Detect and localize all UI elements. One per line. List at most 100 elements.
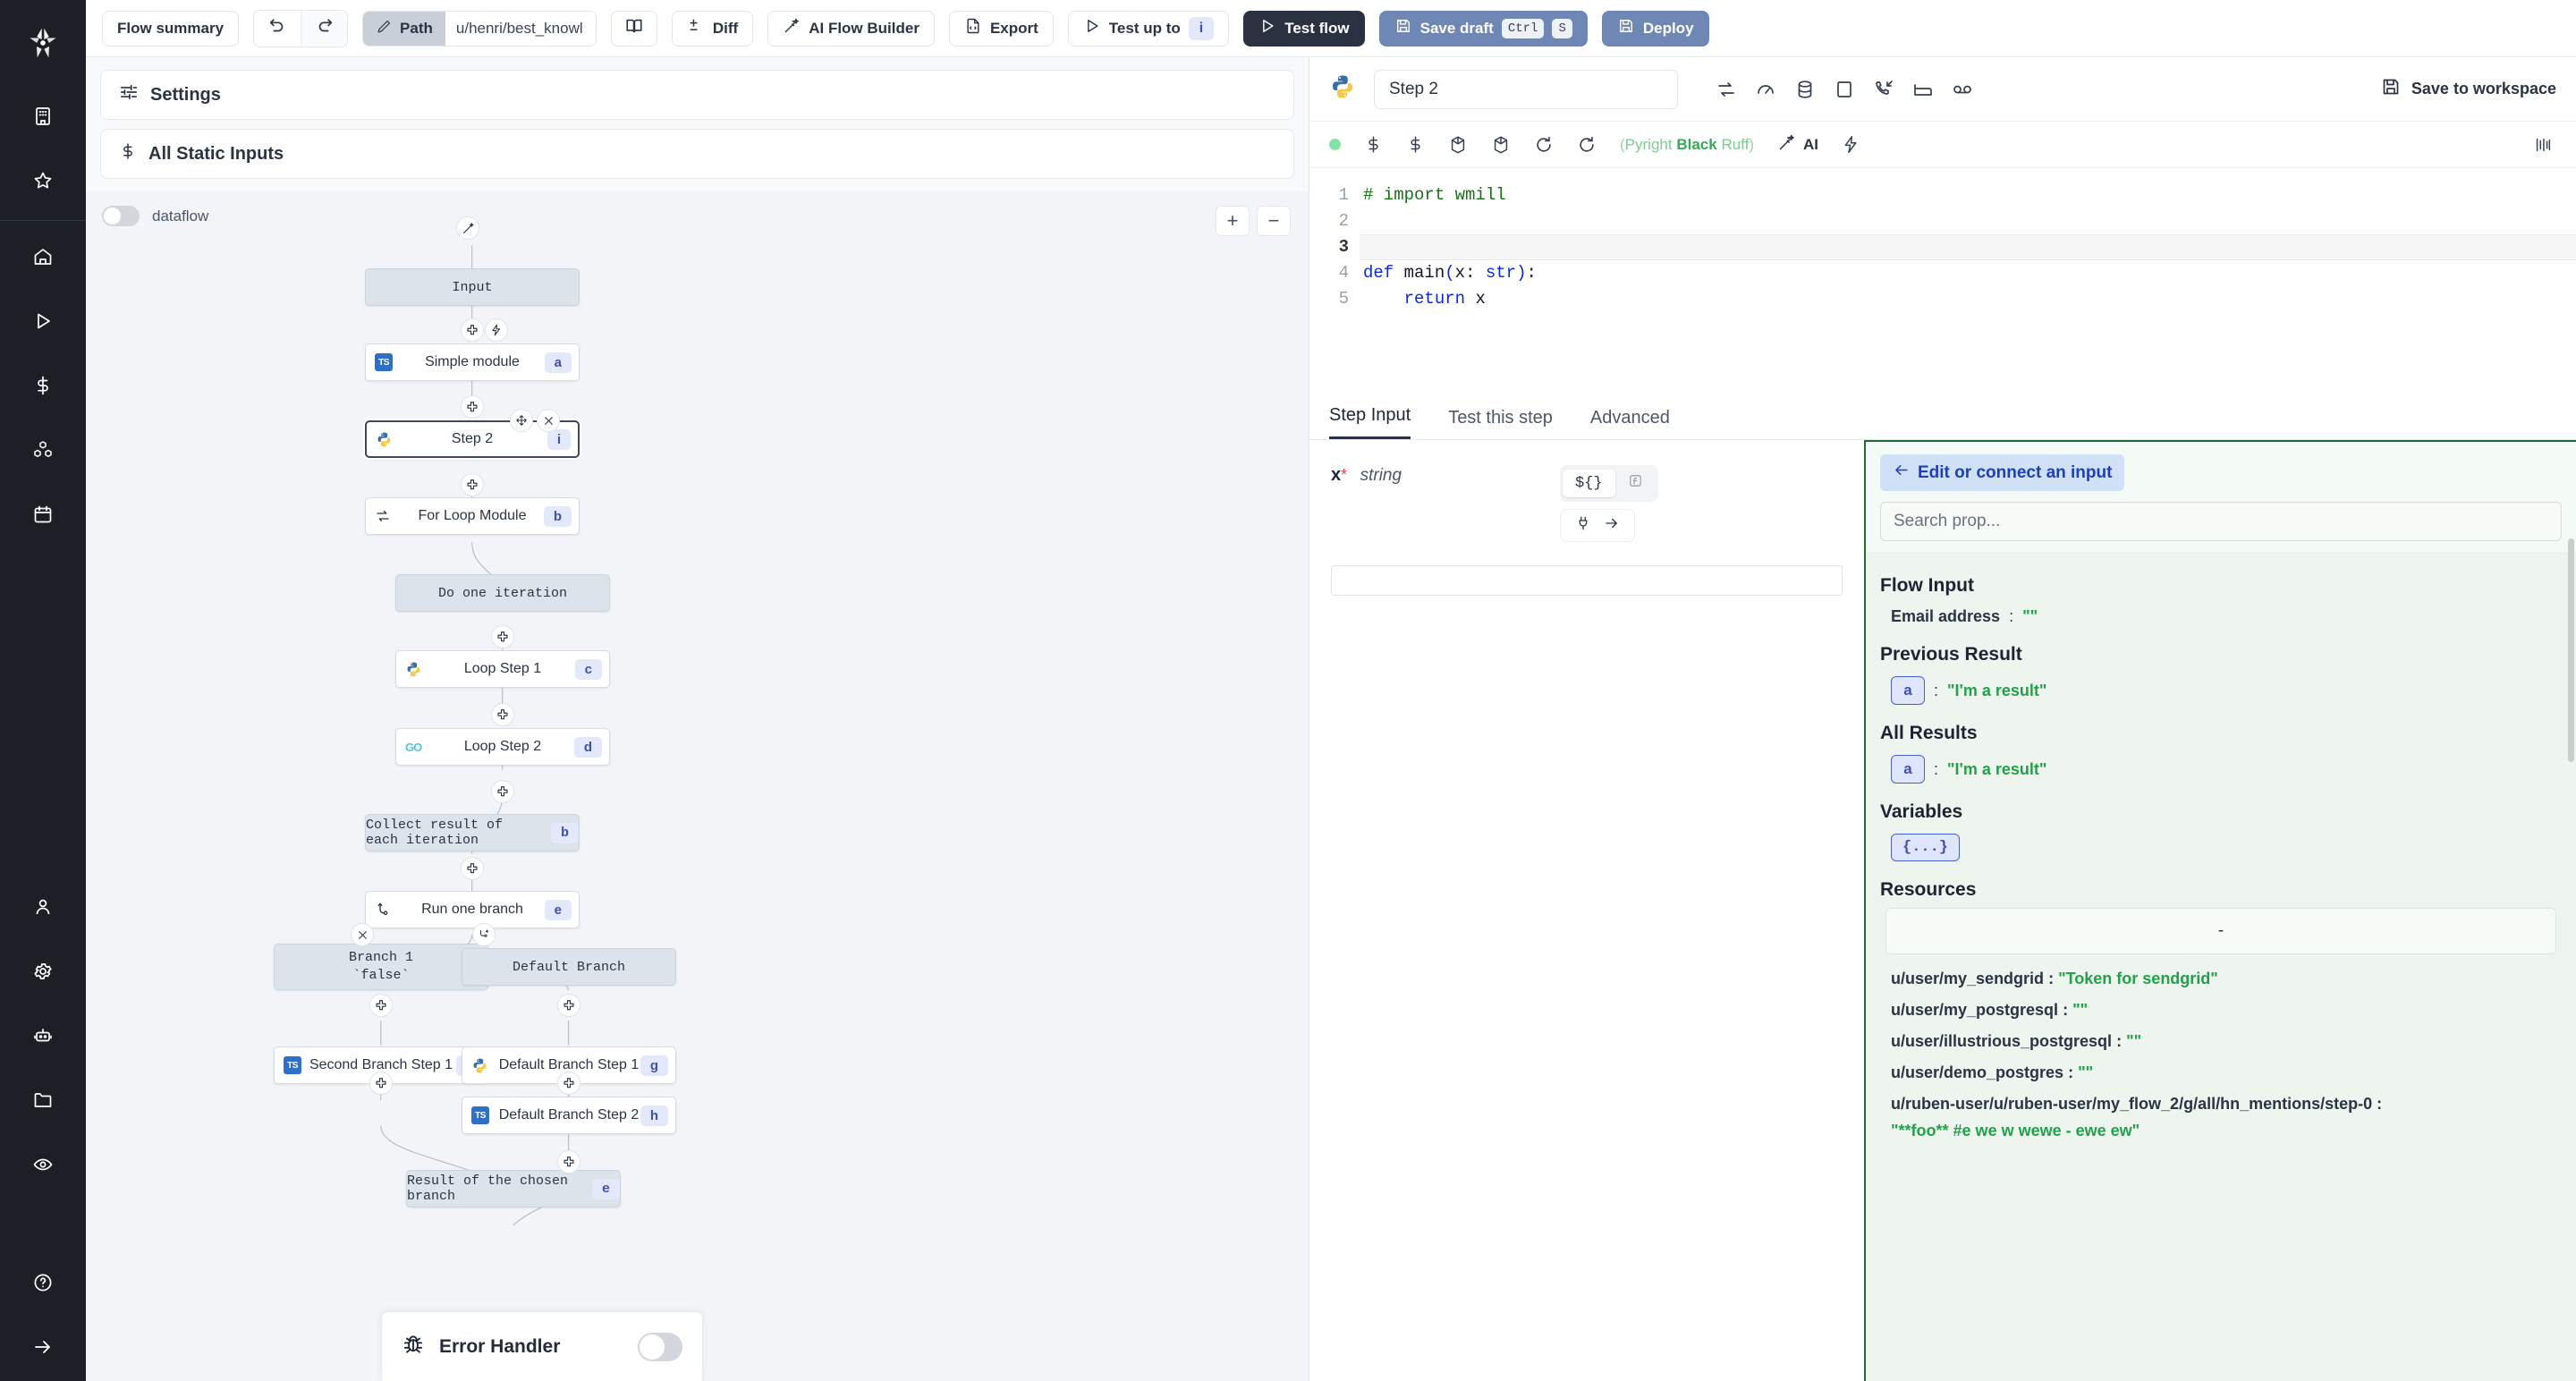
test-flow-button[interactable]: Test flow — [1243, 10, 1365, 47]
tab-advanced[interactable]: Advanced — [1589, 408, 1670, 428]
sidebar-item-settings[interactable] — [0, 941, 86, 1005]
bed-icon[interactable] — [1912, 79, 1934, 100]
bolt-icon[interactable] — [1842, 135, 1860, 154]
previous-result-row[interactable]: a : "I'm a result" — [1880, 673, 2562, 708]
flow-node-for-loop-module[interactable]: For Loop Module b — [365, 497, 580, 535]
function-mode-button[interactable] — [1615, 468, 1656, 499]
result-chip[interactable]: a — [1891, 755, 1925, 784]
flow-node-input[interactable]: Input — [365, 268, 580, 306]
flow-node-branch-1[interactable]: Branch 1 `false` — [274, 944, 488, 990]
redo-button[interactable] — [301, 10, 348, 47]
resource-row[interactable]: u/user/my_postgresql : "" — [1880, 995, 2562, 1026]
flow-node-step-2[interactable]: Step 2 i — [365, 420, 580, 458]
flow-input-row[interactable]: Email address : "" — [1880, 604, 2562, 630]
result-chip[interactable]: a — [1891, 676, 1925, 705]
search-prop-input[interactable]: Search prop... — [1880, 502, 2562, 541]
connect-body[interactable]: Flow Input Email address : "" Previous R… — [1866, 552, 2576, 1381]
loop-icon[interactable] — [1716, 79, 1737, 100]
save-draft-button[interactable]: Save draft Ctrl S — [1378, 10, 1588, 47]
ai-button[interactable]: AI — [1777, 133, 1818, 157]
windmill-logo-icon[interactable] — [0, 0, 86, 86]
code-lines[interactable]: # import wmill def main(x: str): return … — [1360, 168, 2576, 388]
refresh-icon[interactable] — [1534, 135, 1554, 155]
add-step-handle[interactable] — [557, 994, 580, 1017]
sidebar-item-users[interactable] — [0, 877, 86, 941]
edit-or-connect-input-button[interactable]: Edit or connect an input — [1880, 454, 2125, 491]
test-up-to-button[interactable]: Test up to i — [1067, 10, 1230, 47]
remove-branch-handle[interactable] — [351, 923, 374, 946]
voicemail-icon[interactable] — [1952, 79, 1973, 100]
code-editor[interactable]: 1 2 3 4 5 # import wmill def main(x: str… — [1309, 168, 2576, 388]
deploy-button[interactable]: Deploy — [1601, 10, 1709, 47]
add-step-handle[interactable] — [491, 703, 514, 726]
tab-test-this-step[interactable]: Test this step — [1448, 408, 1553, 428]
path-input[interactable]: u/henri/best_knowl — [445, 11, 596, 46]
square-icon[interactable] — [1834, 79, 1855, 100]
resources-select[interactable]: - — [1885, 908, 2556, 954]
variables-chip[interactable]: {...} — [1891, 834, 1961, 861]
gauge-icon[interactable] — [1755, 79, 1776, 100]
sidebar-item-variables[interactable] — [0, 355, 86, 419]
all-results-row[interactable]: a : "I'm a result" — [1880, 751, 2562, 787]
argument-value-input[interactable] — [1331, 565, 1843, 596]
resource-row[interactable]: u/user/illustrious_postgresql : "" — [1880, 1026, 2562, 1057]
sidebar-item-folders[interactable] — [0, 1070, 86, 1134]
zoom-in-button[interactable]: + — [1216, 206, 1250, 236]
add-step-handle[interactable] — [557, 1150, 580, 1173]
docs-button[interactable] — [610, 10, 657, 47]
flow-path[interactable]: Path u/henri/best_knowl — [362, 10, 597, 47]
delete-node-handle[interactable] — [537, 409, 560, 432]
sidebar-item-resources[interactable] — [0, 419, 86, 484]
flow-node-loop-step-1[interactable]: Loop Step 1 c — [395, 650, 610, 688]
connect-input-button[interactable] — [1560, 509, 1635, 542]
add-step-handle[interactable] — [491, 780, 514, 803]
sidebar-item-home[interactable] — [0, 226, 86, 291]
sidebar-item-help[interactable] — [0, 1252, 86, 1317]
flow-node-result-of-chosen-branch[interactable]: Result of the chosen branch e — [406, 1170, 621, 1207]
sidebar-item-workers[interactable] — [0, 1005, 86, 1070]
sidebar-item-favorites[interactable] — [0, 150, 86, 215]
database-icon[interactable] — [1794, 79, 1816, 100]
add-step-handle[interactable] — [369, 1072, 393, 1095]
sidebar-item-runs[interactable] — [0, 291, 86, 355]
resource-row[interactable]: u/ruben-user/u/ruben-user/my_flow_2/g/al… — [1880, 1089, 2562, 1120]
add-step-handle[interactable] — [461, 395, 484, 419]
add-step-handle[interactable] — [369, 994, 393, 1017]
sidebar-item-expand[interactable] — [0, 1317, 86, 1381]
step-name-input[interactable]: Step 2 — [1374, 69, 1678, 109]
expr-mode-button[interactable]: ${} — [1563, 470, 1615, 497]
variables-row[interactable]: {...} — [1880, 830, 2562, 865]
sidebar-item-workspace[interactable] — [0, 86, 86, 150]
save-to-workspace-button[interactable]: Save to workspace — [2380, 76, 2556, 102]
add-step-handle[interactable] — [557, 1072, 580, 1095]
flow-node-do-one-iteration[interactable]: Do one iteration — [395, 574, 610, 612]
phone-incoming-icon[interactable] — [1873, 79, 1894, 100]
ai-add-step-handle[interactable] — [456, 216, 479, 240]
package-icon[interactable] — [1448, 135, 1468, 155]
flow-summary-button[interactable]: Flow summary — [102, 10, 240, 47]
dataflow-toggle[interactable] — [102, 206, 140, 226]
ai-flow-builder-button[interactable]: AI Flow Builder — [767, 10, 935, 47]
add-step-handle[interactable] — [461, 318, 484, 342]
undo-button[interactable] — [254, 10, 301, 47]
minimap-icon[interactable] — [2533, 135, 2553, 155]
resource-row[interactable]: u/user/my_sendgrid : "Token for sendgrid… — [1880, 963, 2562, 995]
dollar-icon[interactable] — [1406, 135, 1425, 154]
flow-node-collect-result[interactable]: Collect result of each iteration b — [365, 814, 580, 851]
tab-step-input[interactable]: Step Input — [1329, 405, 1411, 439]
diff-button[interactable]: Diff — [671, 10, 754, 47]
dollar-icon[interactable] — [1364, 135, 1383, 154]
error-handler-toggle[interactable] — [638, 1332, 682, 1361]
add-step-handle[interactable] — [491, 625, 514, 648]
package-icon[interactable] — [1491, 135, 1511, 155]
zoom-out-button[interactable]: − — [1257, 206, 1291, 236]
resource-row[interactable]: u/user/demo_postgres : "" — [1880, 1057, 2562, 1089]
static-inputs-accordion[interactable]: All Static Inputs — [100, 129, 1294, 179]
flow-node-simple-module[interactable]: TS Simple module a — [365, 343, 580, 381]
sidebar-item-audit-logs[interactable] — [0, 1134, 86, 1199]
settings-accordion[interactable]: Settings — [100, 70, 1294, 120]
flow-node-default-branch[interactable]: Default Branch — [462, 948, 676, 986]
refresh-icon[interactable] — [1577, 135, 1597, 155]
connect-scrollbar[interactable] — [2568, 538, 2574, 762]
export-button[interactable]: Export — [948, 10, 1054, 47]
